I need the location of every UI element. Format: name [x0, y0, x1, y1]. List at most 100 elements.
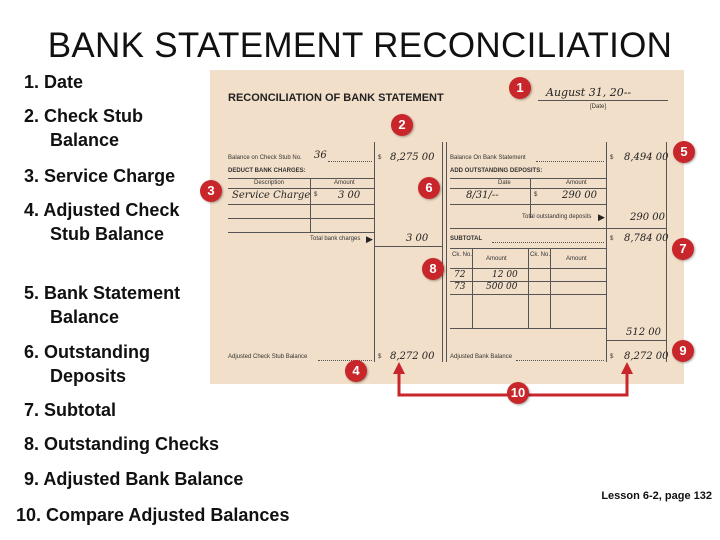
- dot-leader: [492, 242, 604, 243]
- amount-col-2: Amount: [566, 256, 587, 262]
- rule: [450, 328, 606, 329]
- step-number: 3.: [24, 166, 40, 186]
- center-divider-left: [442, 142, 443, 362]
- center-divider-right: [446, 142, 447, 362]
- step-number: 6.: [24, 342, 40, 362]
- step-number: 7.: [24, 400, 40, 420]
- step-number: 10.: [16, 505, 42, 525]
- description-col: Description: [254, 180, 285, 186]
- form-date-value: August 31, 20--: [546, 86, 632, 99]
- step-label: Adjusted Bank Balance: [43, 469, 244, 489]
- amount-col: Amount: [486, 256, 507, 262]
- reconciliation-form: RECONCILIATION OF BANK STATEMENT August …: [210, 70, 684, 384]
- right-edge-rule: [666, 142, 667, 362]
- bank-statement-label: Balance On Bank Statement: [450, 155, 526, 161]
- rule: [228, 188, 374, 189]
- check-no: 72: [454, 270, 466, 280]
- step-number: 4.: [24, 200, 40, 220]
- rule: [228, 232, 374, 233]
- left-amount-rule: [374, 142, 375, 362]
- step-number: 2.: [24, 106, 40, 126]
- arrow-right-icon: ▶: [598, 212, 605, 222]
- bank-balance-value: 8,494 00: [624, 152, 669, 163]
- step-label: Bank Statement: [44, 283, 181, 303]
- step-label: Outstanding: [44, 342, 151, 362]
- col-rule: [550, 248, 551, 328]
- dot-leader: [328, 161, 372, 162]
- charge-description: Service Charge: [232, 190, 311, 201]
- charge-amount: 3 00: [338, 190, 361, 201]
- ck-no-col: Ck. No.: [452, 252, 473, 258]
- rule: [374, 246, 442, 247]
- rule: [450, 188, 606, 189]
- check-no: 73: [454, 282, 466, 292]
- dollar-sign: $: [610, 236, 614, 242]
- rule: [450, 281, 606, 282]
- step-6: 6. Outstanding Deposits: [24, 340, 150, 388]
- subtotal-value: 8,784 00: [624, 233, 669, 244]
- dollar-sign: $: [610, 354, 614, 360]
- step-label-line2: Stub Balance: [50, 224, 165, 244]
- dollar-sign: $: [378, 155, 382, 161]
- date-caption: [Date]: [590, 104, 607, 110]
- adjusted-stub-value: 8,272 00: [390, 351, 435, 362]
- dollar-sign: $: [610, 155, 614, 161]
- step-3: 3. Service Charge: [24, 164, 175, 188]
- step-label: Check Stub: [44, 106, 144, 126]
- subtotal-label: SUBTOTAL: [450, 236, 483, 242]
- total-checks-value: 512 00: [626, 327, 661, 338]
- step-7: 7. Subtotal: [24, 398, 116, 422]
- badge-7: 7: [672, 238, 694, 260]
- step-label: Compare Adjusted Balances: [46, 505, 290, 525]
- rule: [228, 204, 374, 205]
- step-1: 1. Date: [24, 70, 83, 94]
- rule: [228, 178, 374, 179]
- slide-title: BANK STATEMENT RECONCILIATION: [47, 26, 673, 65]
- badge-3: 3: [200, 180, 222, 202]
- adjusted-bank-label: Adjusted Bank Balance: [450, 354, 513, 360]
- step-label: Service Charge: [44, 166, 176, 186]
- dot-leader: [318, 360, 372, 361]
- step-label: Subtotal: [44, 400, 117, 420]
- arrow-right-icon: ▶: [366, 234, 373, 244]
- badge-10: 10: [507, 382, 529, 404]
- step-8: 8. Outstanding Checks: [24, 432, 219, 456]
- badge-9: 9: [672, 340, 694, 362]
- total-deposits-label: Total outstanding deposits: [522, 214, 592, 220]
- col-rule: [310, 178, 311, 232]
- step-10: 10. Compare Adjusted Balances: [16, 503, 289, 527]
- dollar-sign: $: [314, 192, 318, 198]
- badge-2: 2: [391, 114, 413, 136]
- total-charges-value: 3 00: [406, 233, 429, 244]
- step-label: Outstanding Checks: [44, 434, 220, 454]
- dollar-sign: $: [378, 354, 382, 360]
- step-9: 9. Adjusted Bank Balance: [24, 467, 243, 491]
- step-label-line2: Balance: [50, 130, 120, 150]
- rule: [450, 294, 606, 295]
- stub-number: 36: [314, 150, 327, 161]
- deduct-bank-charges: DEDUCT BANK CHARGES:: [228, 168, 306, 174]
- rule: [606, 340, 666, 341]
- step-number: 8.: [24, 434, 40, 454]
- total-bank-charges-label: Total bank charges: [310, 236, 361, 242]
- step-label-line2: Deposits: [50, 366, 127, 386]
- amount-col: Amount: [566, 180, 587, 186]
- deposit-amount: 290 00: [562, 190, 597, 201]
- check-stub-label: Balance on Check Stub No.: [228, 155, 302, 161]
- badge-8: 8: [422, 258, 444, 280]
- right-amount-rule: [606, 142, 607, 362]
- col-rule: [530, 178, 531, 218]
- ck-no-col-2: Ck. No.: [530, 252, 551, 258]
- deposit-date: 8/31/--: [466, 190, 499, 201]
- step-number: 5.: [24, 283, 40, 303]
- adjusted-bank-value: 8,272 00: [624, 351, 669, 362]
- rule: [450, 204, 606, 205]
- badge-6: 6: [418, 177, 440, 199]
- step-label: Adjusted Check: [43, 200, 180, 220]
- check-amount: 500 00: [486, 282, 518, 292]
- add-outstanding-deposits: ADD OUTSTANDING DEPOSITS:: [450, 168, 543, 174]
- date-col: Date: [498, 180, 511, 186]
- step-2: 2. Check Stub Balance: [24, 104, 143, 152]
- badge-4: 4: [345, 360, 367, 382]
